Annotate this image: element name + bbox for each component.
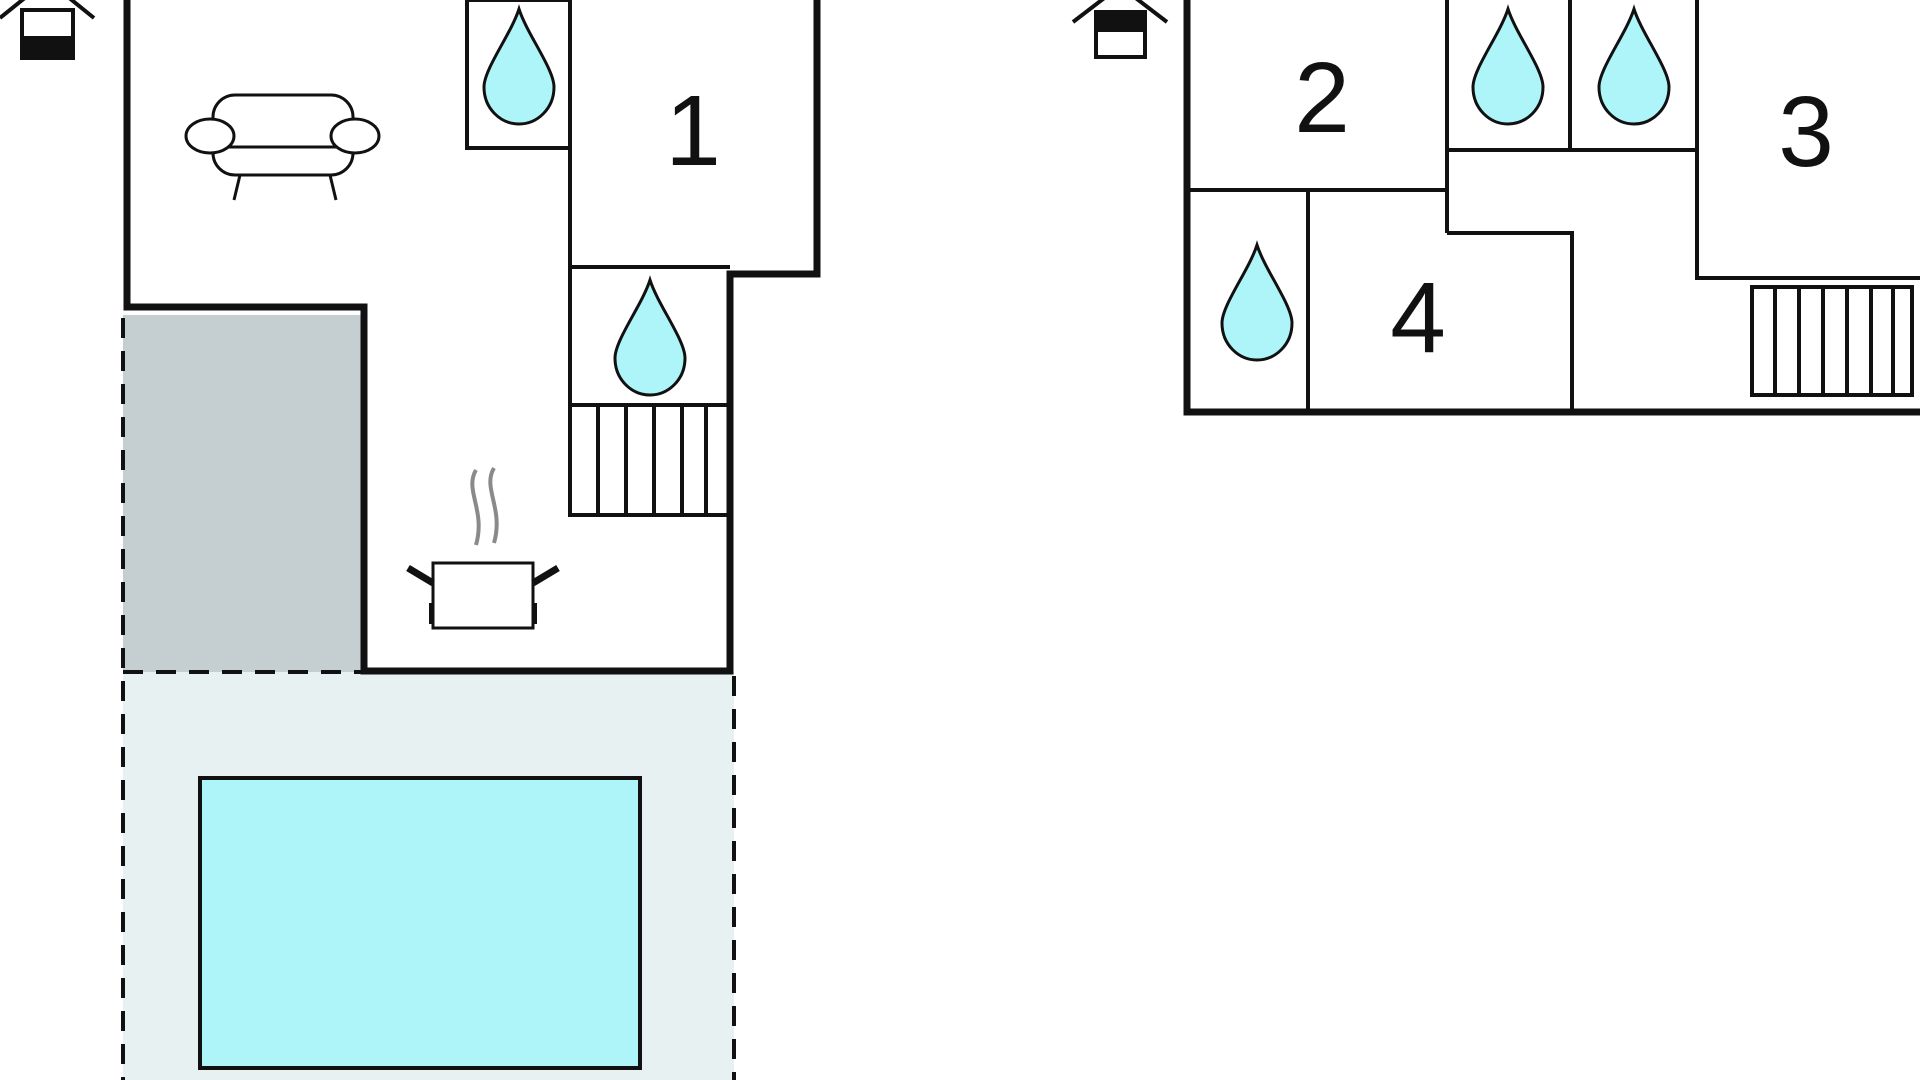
room-label-3: 3	[1778, 76, 1834, 188]
floor-level-icon	[0, 0, 96, 60]
water-drop-icon	[1220, 243, 1294, 362]
room-4-wall	[1447, 231, 1574, 410]
staircase-icon	[568, 405, 708, 515]
water-drop-icon	[482, 7, 556, 126]
floor-level-icon	[1071, 0, 1169, 59]
covered-terrace	[123, 315, 361, 672]
upper-floor: 2 3 4	[1071, 0, 1920, 416]
ground-floor: 1	[0, 0, 821, 1080]
room-3-wall	[1695, 0, 1920, 280]
room-label-4: 4	[1390, 262, 1446, 374]
upper-floor-outer-wall	[1183, 0, 1920, 416]
room-label-1: 1	[665, 75, 721, 187]
water-drop-icon	[613, 278, 687, 397]
room-label-2: 2	[1294, 42, 1350, 154]
ground-floor-outer-wall	[123, 0, 821, 675]
swimming-pool	[198, 776, 642, 1070]
sofa-icon	[184, 93, 381, 201]
water-drop-icon	[1597, 7, 1671, 126]
cooking-pot-icon	[406, 466, 560, 630]
water-drop-icon	[1471, 7, 1545, 126]
staircase-icon	[1750, 285, 1914, 397]
